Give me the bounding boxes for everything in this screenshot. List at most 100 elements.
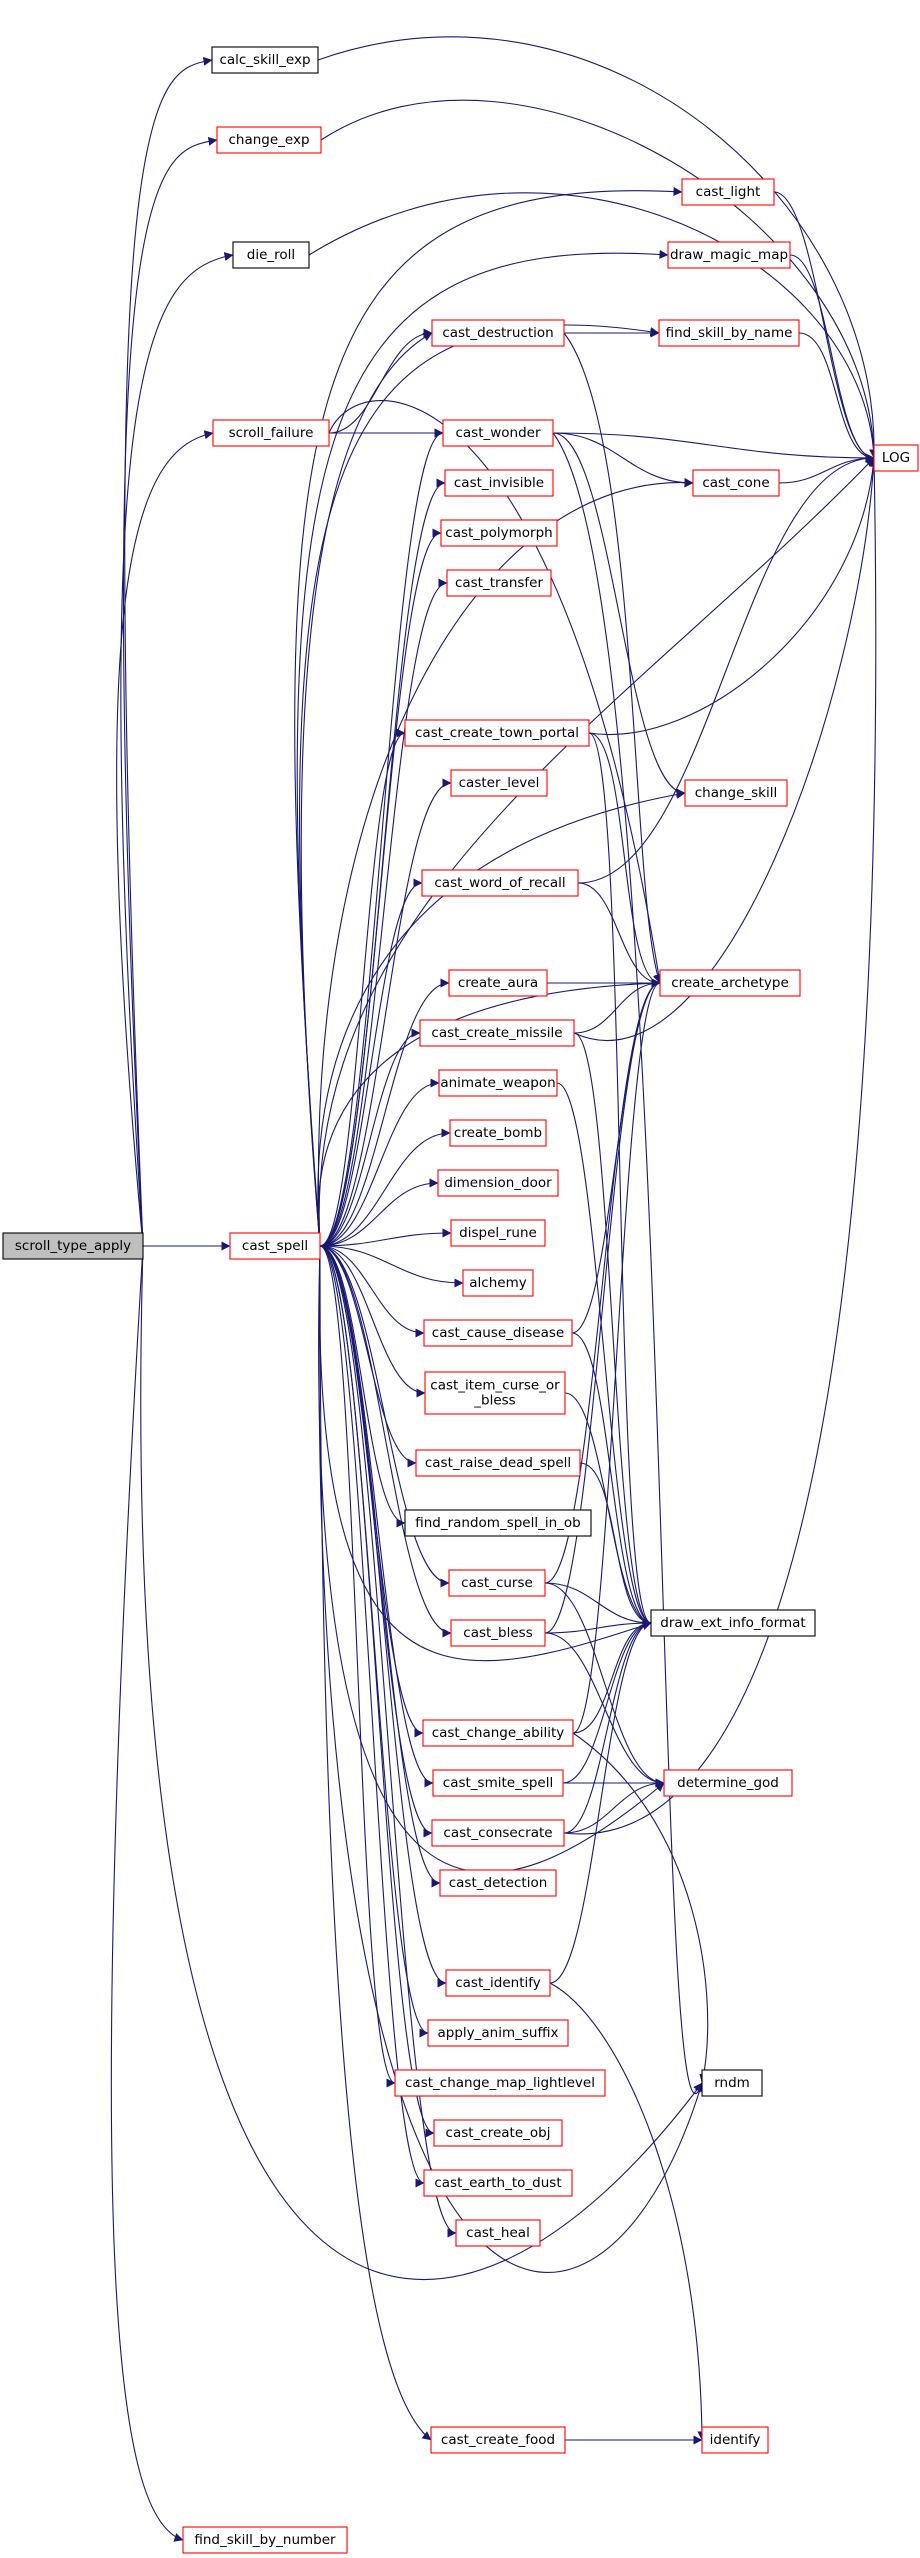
node-cast-create-obj[interactable]: cast_create_obj bbox=[433, 2119, 563, 2147]
node-dispel-rune[interactable]: dispel_rune bbox=[450, 1219, 546, 1247]
edge-cast_curse-to-create_archetype bbox=[544, 978, 661, 1584]
node-cast-transfer[interactable]: cast_transfer bbox=[446, 569, 552, 597]
node-label: change_exp bbox=[228, 132, 309, 148]
edge-cast_spell-to-create_aura bbox=[319, 978, 450, 1247]
node-scroll-failure[interactable]: scroll_failure bbox=[212, 419, 330, 447]
node-label: _bless bbox=[473, 1393, 515, 1409]
node-cast-create-town-portal[interactable]: cast_create_town_portal bbox=[404, 719, 590, 747]
node-die-roll[interactable]: die_roll bbox=[232, 241, 310, 269]
node-cast-polymorph[interactable]: cast_polymorph bbox=[440, 519, 558, 547]
node-apply-anim-suffix[interactable]: apply_anim_suffix bbox=[427, 2019, 569, 2047]
node-caster-level[interactable]: caster_level bbox=[450, 769, 548, 797]
node-find-random-spell-in-ob[interactable]: find_random_spell_in_ob bbox=[404, 1509, 592, 1537]
edge-cast_smite_spell-to-draw_ext_info_format bbox=[562, 1618, 652, 1784]
edge-cast_spell-to-create_bomb bbox=[319, 1128, 451, 1247]
node-draw-ext-info-format[interactable]: draw_ext_info_format bbox=[650, 1609, 816, 1637]
edge-cast_spell-to-change_skill bbox=[317, 790, 686, 1247]
node-label: determine_god bbox=[677, 1775, 779, 1791]
node-cast-change-ability[interactable]: cast_change_ability bbox=[422, 1719, 574, 1747]
node-cast-create-missile[interactable]: cast_create_missile bbox=[419, 1019, 575, 1047]
node-label: find_skill_by_number bbox=[194, 2532, 336, 2548]
node-cast-destruction[interactable]: cast_destruction bbox=[431, 319, 565, 347]
node-create-bomb[interactable]: create_bomb bbox=[449, 1119, 547, 1147]
node-cast-heal[interactable]: cast_heal bbox=[455, 2219, 541, 2247]
node-cast-create-food[interactable]: cast_create_food bbox=[430, 2426, 566, 2454]
edge-cast_spell-to-caster_level bbox=[319, 778, 452, 1247]
node-determine-god[interactable]: determine_god bbox=[663, 1769, 793, 1797]
node-cast-curse[interactable]: cast_curse bbox=[448, 1569, 546, 1597]
edge-cast_spell-to-cast_wonder bbox=[319, 428, 444, 1247]
edge-cast_spell-to-cast_item_curse_or_bless bbox=[319, 1245, 426, 1398]
node-cast-change-map-lightlevel[interactable]: cast_change_map_lightlevel bbox=[394, 2069, 606, 2097]
edges-layer bbox=[110, 36, 879, 2542]
node-change-skill[interactable]: change_skill bbox=[684, 779, 788, 807]
node-label: cast_item_curse_or bbox=[430, 1378, 560, 1394]
edge-cast_word_of_recall-to-create_archetype bbox=[577, 882, 661, 988]
edge-scroll_type_apply-to-scroll_failure bbox=[115, 430, 214, 1247]
edge-cast_spell-to-cast_cone bbox=[317, 477, 694, 1247]
node-label: cast_word_of_recall bbox=[434, 875, 565, 891]
node-cast-identify[interactable]: cast_identify bbox=[445, 1969, 551, 1997]
node-cast-invisible[interactable]: cast_invisible bbox=[444, 469, 554, 497]
node-LOG[interactable]: LOG bbox=[873, 444, 919, 472]
node-cast-wonder[interactable]: cast_wonder bbox=[442, 419, 554, 447]
node-create-aura[interactable]: create_aura bbox=[448, 969, 548, 997]
node-label: cast_change_map_lightlevel bbox=[405, 2075, 595, 2091]
node-find-skill-by-name[interactable]: find_skill_by_name bbox=[658, 319, 800, 347]
node-label: scroll_type_apply bbox=[15, 1238, 131, 1254]
node-label: cast_light bbox=[696, 184, 761, 200]
node-cast-light[interactable]: cast_light bbox=[681, 178, 775, 206]
edge-scroll_failure-to-create_archetype bbox=[328, 399, 664, 984]
edge-cast_spell-to-cast_create_food bbox=[319, 1245, 432, 2441]
node-cast-detection[interactable]: cast_detection bbox=[439, 1869, 557, 1897]
edge-cast_change_ability-to-draw_ext_info_format bbox=[572, 1618, 652, 1734]
node-cast-raise-dead-spell[interactable]: cast_raise_dead_spell bbox=[415, 1449, 581, 1477]
node-label: cast_spell bbox=[242, 1238, 308, 1254]
edge-cast_wonder-to-cast_cone bbox=[552, 432, 694, 488]
node-label: find_random_spell_in_ob bbox=[415, 1515, 581, 1531]
node-create-archetype[interactable]: create_archetype bbox=[659, 969, 801, 997]
edge-find_skill_by_name-to-LOG bbox=[798, 332, 875, 463]
node-label: caster_level bbox=[459, 775, 540, 791]
node-cast-item-curse-or-bless[interactable]: cast_item_curse_or_bless bbox=[424, 1371, 566, 1415]
node-cast-earth-to-dust[interactable]: cast_earth_to_dust bbox=[423, 2169, 573, 2197]
node-cast-cause-disease[interactable]: cast_cause_disease bbox=[423, 1319, 573, 1347]
node-cast-bless[interactable]: cast_bless bbox=[450, 1619, 546, 1647]
node-label: dispel_rune bbox=[459, 1225, 537, 1241]
edge-cast_wonder-to-change_skill bbox=[552, 432, 686, 798]
node-label: dimension_door bbox=[444, 1175, 552, 1191]
node-label: cast_curse bbox=[461, 1575, 533, 1591]
node-cast-word-of-recall[interactable]: cast_word_of_recall bbox=[421, 869, 579, 897]
edge-cast_spell-to-dimension_door bbox=[319, 1178, 439, 1247]
node-cast-spell[interactable]: cast_spell bbox=[229, 1232, 321, 1260]
node-scroll-type-apply[interactable]: scroll_type_apply bbox=[2, 1232, 144, 1260]
node-identify[interactable]: identify bbox=[701, 2426, 769, 2454]
node-label: calc_skill_exp bbox=[219, 52, 310, 68]
edge-cast_spell-to-cast_cause_disease bbox=[319, 1245, 425, 1338]
node-label: rndm bbox=[714, 2075, 750, 2091]
node-cast-cone[interactable]: cast_cone bbox=[692, 469, 780, 497]
edge-cast_spell-to-animate_weapon bbox=[319, 1078, 440, 1247]
node-dimension-door[interactable]: dimension_door bbox=[437, 1169, 559, 1197]
node-change-exp[interactable]: change_exp bbox=[216, 126, 322, 154]
edge-cast_consecrate-to-draw_ext_info_format bbox=[563, 1618, 652, 1834]
node-label: find_skill_by_name bbox=[666, 325, 793, 341]
node-label: cast_raise_dead_spell bbox=[425, 1455, 571, 1471]
node-label: cast_create_missile bbox=[431, 1025, 562, 1041]
node-label: cast_consecrate bbox=[443, 1825, 552, 1841]
node-label: cast_polymorph bbox=[445, 525, 552, 541]
edge-cast_spell-to-cast_create_missile bbox=[319, 1028, 421, 1247]
node-animate-weapon[interactable]: animate_weapon bbox=[438, 1069, 558, 1097]
node-rndm[interactable]: rndm bbox=[701, 2069, 763, 2097]
node-label: animate_weapon bbox=[440, 1075, 555, 1091]
edge-cast_identify-to-draw_ext_info_format bbox=[549, 1618, 652, 1984]
node-alchemy[interactable]: alchemy bbox=[462, 1269, 534, 1297]
node-cast-smite-spell[interactable]: cast_smite_spell bbox=[432, 1769, 564, 1797]
node-draw-magic-map[interactable]: draw_magic_map bbox=[667, 241, 791, 269]
node-label: LOG bbox=[882, 450, 910, 466]
node-label: create_archetype bbox=[671, 975, 789, 991]
node-find-skill-by-number[interactable]: find_skill_by_number bbox=[182, 2526, 348, 2554]
node-cast-consecrate[interactable]: cast_consecrate bbox=[431, 1819, 565, 1847]
node-calc-skill-exp[interactable]: calc_skill_exp bbox=[211, 46, 319, 74]
node-label: cast_create_obj bbox=[446, 2125, 551, 2141]
